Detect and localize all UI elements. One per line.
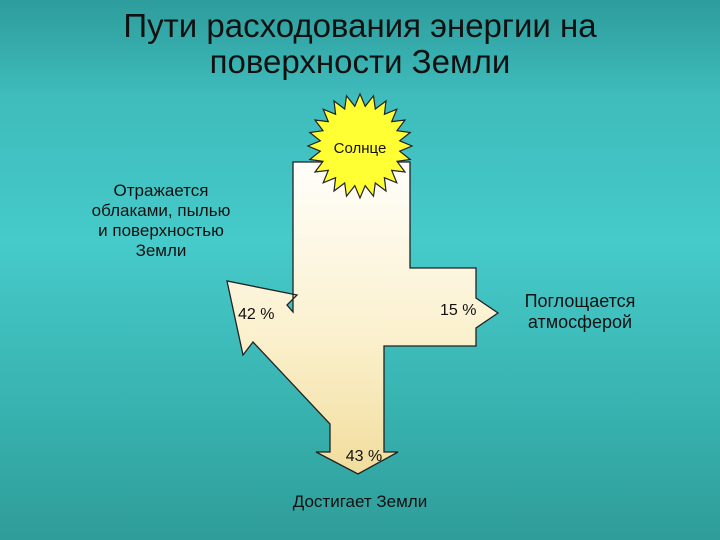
absorbed-percent: 15 % — [440, 302, 477, 319]
reaches-percent: 43 % — [345, 448, 383, 465]
absorbed-label: Поглощается атмосферой — [524, 291, 636, 332]
reaches-earth-label: Достигает Земли — [292, 492, 428, 511]
sun-icon — [306, 92, 414, 200]
reflected-label: Отражается облаками, пылью и поверхность… — [91, 181, 231, 260]
page-title: Пути расходования энергии на поверхности… — [123, 7, 597, 80]
sun-label: Солнце — [333, 140, 387, 157]
energy-flow-arrows — [226, 161, 500, 475]
reflected-percent: 42 % — [238, 306, 275, 323]
